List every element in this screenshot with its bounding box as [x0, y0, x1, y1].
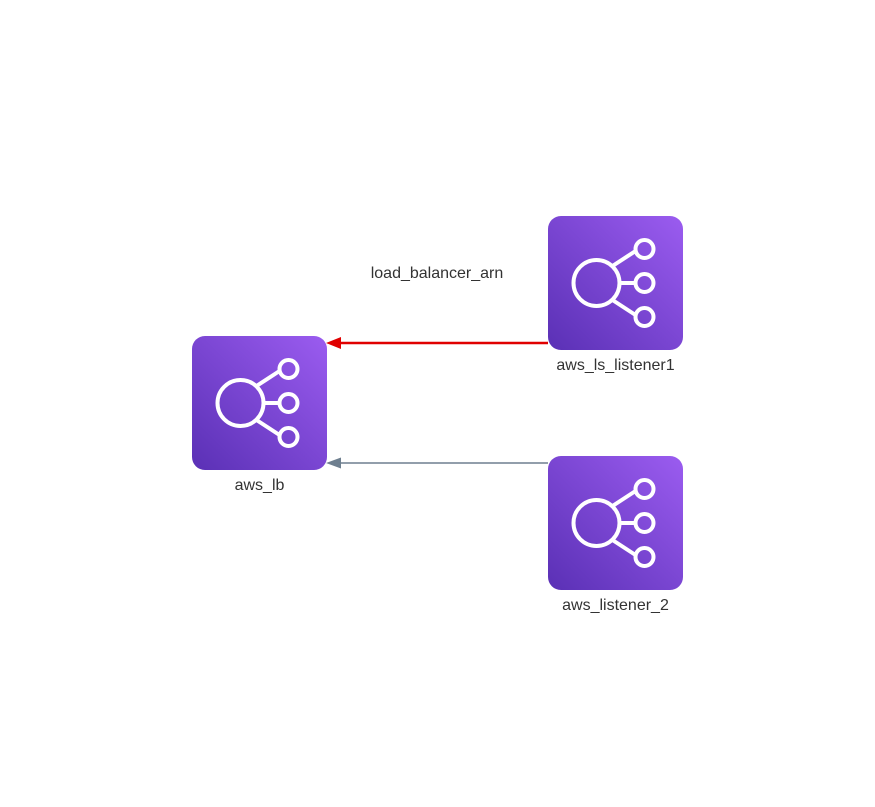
node-background [548, 456, 683, 590]
node-label-aws-lb: aws_lb [235, 477, 285, 494]
node-label-aws-listener-2: aws_listener_2 [562, 597, 669, 614]
arrowhead-red-icon [326, 337, 341, 349]
edge-listener1-to-lb[interactable] [326, 337, 548, 349]
edge-label-load-balancer-arn: load_balancer_arn [371, 265, 504, 282]
node-label-aws-ls-listener1: aws_ls_listener1 [556, 357, 674, 374]
edge-listener2-to-lb[interactable] [326, 457, 548, 469]
node-background [192, 336, 327, 470]
node-aws-listener-2[interactable]: aws_listener_2 [548, 456, 683, 614]
node-aws-lb[interactable]: aws_lb [192, 336, 327, 494]
node-aws-ls-listener1[interactable]: aws_ls_listener1 [548, 216, 683, 374]
arrowhead-gray-icon [326, 457, 341, 469]
node-background [548, 216, 683, 350]
